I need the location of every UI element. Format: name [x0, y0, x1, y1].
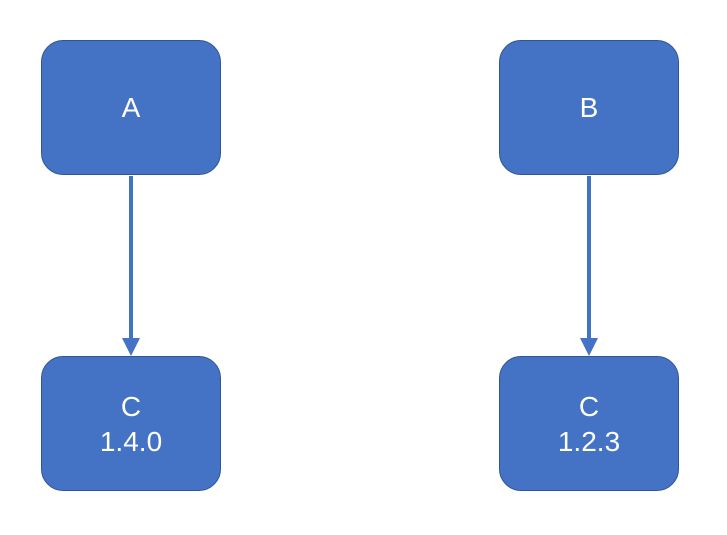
- node-c-right-version: 1.2.3: [557, 425, 621, 457]
- node-c-1-4-0[interactable]: C 1.4.0: [41, 356, 221, 491]
- node-c-1-2-3[interactable]: C 1.2.3: [499, 356, 679, 491]
- node-c-left-label: C: [120, 390, 142, 422]
- node-a-label: A: [121, 92, 141, 123]
- node-b-label: B: [579, 92, 599, 123]
- edge-b-to-c-1-2-3: [580, 176, 598, 356]
- node-c-right-label: C: [578, 390, 600, 422]
- node-b[interactable]: B: [499, 40, 679, 175]
- node-c-left-version: 1.4.0: [99, 425, 163, 457]
- node-a[interactable]: A: [41, 40, 221, 175]
- edge-a-to-c-1-4-0: [122, 176, 140, 356]
